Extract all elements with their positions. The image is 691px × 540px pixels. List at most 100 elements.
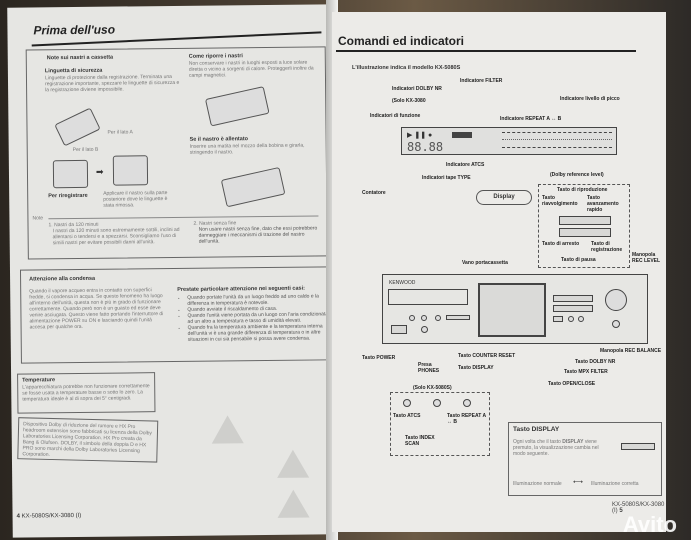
cassette-stack-illustration xyxy=(52,159,89,189)
cases-list: Quando portate l'unità da un luogo fredd… xyxy=(181,293,329,343)
dolby-box: Dispositivo Dolby di riduzione del rumor… xyxy=(17,417,159,463)
condensation-text: Quando il vapore acqueo entra in contatt… xyxy=(29,287,164,331)
atcs-indicator-label: Indicatore ATCS xyxy=(446,162,485,168)
rec-balance-knob[interactable] xyxy=(612,320,620,328)
page-number: 5 xyxy=(619,508,623,514)
rec-level-knob[interactable] xyxy=(605,289,627,311)
atcs-button[interactable] xyxy=(409,315,415,321)
temperature-heading: Temperature xyxy=(22,377,56,384)
display-key-box: Tasto DISPLAY Ogni volta che il tasto DI… xyxy=(508,422,662,496)
page-footer: KX-5080S/KX-3080 (I) 5 xyxy=(612,502,666,514)
dolby-ref-label: (Dolby reference level) xyxy=(550,172,604,178)
stop-pause-record-buttons[interactable] xyxy=(559,228,611,237)
mpx-filter-button[interactable] xyxy=(568,316,574,322)
cassette-stack-illustration-2 xyxy=(112,155,149,186)
record-button-label: Tasto di registrazione xyxy=(591,241,623,253)
left-page: Prima dell'uso Note sui nastri a cassett… xyxy=(7,4,335,538)
cassette-bay-label: Vano portacassetta xyxy=(462,260,508,266)
cassette-notes-heading: Note sui nastri a cassetta xyxy=(46,54,114,62)
brand-logo: KENWOOD xyxy=(389,280,416,286)
warning-triangle-icon xyxy=(276,449,310,478)
atcs-button-detail[interactable] xyxy=(403,399,411,407)
filter-indicator xyxy=(478,132,490,142)
index-scan-button[interactable] xyxy=(421,315,427,321)
temperature-box: Temperature L'apparecchiatura potrebbe n… xyxy=(17,372,156,414)
play-pause-record-icons: ▶ ❚❚ ● xyxy=(407,132,433,139)
index-scan-button-detail[interactable] xyxy=(433,399,441,407)
cassette-notes-box: Note sui nastri a cassetta Linguetta di … xyxy=(25,46,328,260)
note-1-text: I nastri da 120 minuti sono estremamente… xyxy=(52,226,180,247)
display-key-text-key: DISPLAY xyxy=(562,439,584,445)
footer-model: KX-5080S/KX-3080 (I) xyxy=(612,502,665,514)
dolby-nr-button[interactable] xyxy=(578,316,584,322)
display-counter-reset-buttons[interactable] xyxy=(446,315,470,320)
rewind-play-ffwd-buttons[interactable] xyxy=(559,216,611,225)
dolby-text: Dispositivo Dolby di riduzione del rumor… xyxy=(22,421,152,458)
cassette-illustration xyxy=(54,107,101,147)
rerecord-label: Per riregistrare xyxy=(48,192,88,200)
warning-triangle-icon xyxy=(211,415,244,444)
repeat-button-detail[interactable] xyxy=(463,399,471,407)
filter-label: Indicatore FILTER xyxy=(460,78,503,84)
warning-triangle-icon xyxy=(277,489,310,518)
phones-label: Presa PHONES xyxy=(418,362,440,374)
toggle-arrow-icon: ⟷ xyxy=(573,479,584,486)
mode-normal: Illuminazione normale xyxy=(513,481,562,487)
display-callout: Display xyxy=(476,190,532,205)
temperature-text: L'apparecchiatura potrebbe non funzionar… xyxy=(22,383,150,403)
page-title: Comandi ed indicatori xyxy=(338,34,465,48)
storage-heading: Come riporre i nastri xyxy=(188,53,243,60)
avito-watermark: Avito xyxy=(622,512,677,537)
function-indicators-label: Indicatori di funzione xyxy=(370,113,421,119)
mpx-filter-label: Tasto MPX FILTER xyxy=(564,369,608,375)
play-button-label: Tasto di riproduzione xyxy=(557,187,608,193)
open-close-label: Tasto OPEN/CLOSE xyxy=(548,381,596,387)
right-page: Comandi ed indicatori L'illustrazione in… xyxy=(332,12,666,532)
counter-display: 88.88 xyxy=(407,140,444,154)
counter-label: Contatore xyxy=(362,190,386,196)
tape-type-label: Indicatori tape TYPE xyxy=(422,175,471,181)
condensation-heading: Attenzione alla condensa xyxy=(29,275,96,283)
display-key-heading: Tasto DISPLAY xyxy=(513,426,560,433)
repeat-indicator-label: Indicatore REPEAT A ↔ B xyxy=(500,116,562,122)
stop-button-label: Tasto di arresto xyxy=(542,241,580,247)
page-number: 4 xyxy=(16,513,20,520)
display-key-text-post: viene premuto, la visualizzazione cambia… xyxy=(513,439,599,457)
page-title: Prima dell'uso xyxy=(33,22,116,38)
dolby-indicator xyxy=(452,132,472,138)
repeat-label: Tasto REPEAT A ↔ B xyxy=(447,413,486,425)
display-key-text: Ogni volta che il tasto DISPLAY viene pr… xyxy=(513,439,609,457)
meter-scale xyxy=(502,139,612,140)
kx5080-only-label: (Solo KX-5080S) xyxy=(413,385,452,391)
transport-buttons-bottom[interactable] xyxy=(553,305,593,312)
ffwd-button-label: Tasto avanzamento rapido xyxy=(587,195,619,213)
cassette-bay[interactable] xyxy=(478,283,546,337)
mode-dimmed: Illuminazione corretta xyxy=(591,481,639,487)
atcs-label: Tasto ATCS xyxy=(393,413,421,419)
page-subtitle: L'illustrazione indica il modello KX-508… xyxy=(352,65,461,71)
safety-tab-text: Linguette di protezione dalla registrazi… xyxy=(44,73,180,94)
cases-heading: Prestate particolare attenzione nei segu… xyxy=(177,285,305,293)
footer-model: KX-5080S/KX-3080 (I) xyxy=(21,512,82,520)
rec-level-label: Manopola REC LEVEL xyxy=(632,252,661,264)
pause-button-label: Tasto di pausa xyxy=(561,257,596,263)
side-b-label: Per il lato B xyxy=(72,146,99,154)
power-button[interactable] xyxy=(391,325,407,334)
transport-detail-box: Tasto di riproduzione Tasto riavvolgimen… xyxy=(538,184,630,268)
side-a-label: Per il lato A xyxy=(107,129,133,136)
repeat-button[interactable] xyxy=(435,315,441,321)
arrow-right-icon: ➡ xyxy=(95,166,104,177)
peak-meter-l xyxy=(502,132,612,133)
open-close-button[interactable] xyxy=(553,316,563,322)
deck-display-window xyxy=(388,289,468,305)
dolby-nr-label: Indicatori DOLBY NR xyxy=(392,86,442,92)
counter-reset-label: Tasto COUNTER RESET xyxy=(458,353,516,359)
peak-meter-r xyxy=(502,147,612,148)
rerecord-text: Applicare il nastro sulla parte posterio… xyxy=(103,190,168,209)
rec-balance-label: Manopola REC BALANCE xyxy=(600,348,662,354)
slack-heading: Se il nastro è allentato xyxy=(189,136,249,143)
transport-buttons-top[interactable] xyxy=(553,295,593,302)
phones-jack[interactable] xyxy=(421,326,428,333)
display-key-text-pre: Ogni volta che il tasto xyxy=(513,439,561,445)
cassette-pencil-illustration xyxy=(220,166,286,208)
